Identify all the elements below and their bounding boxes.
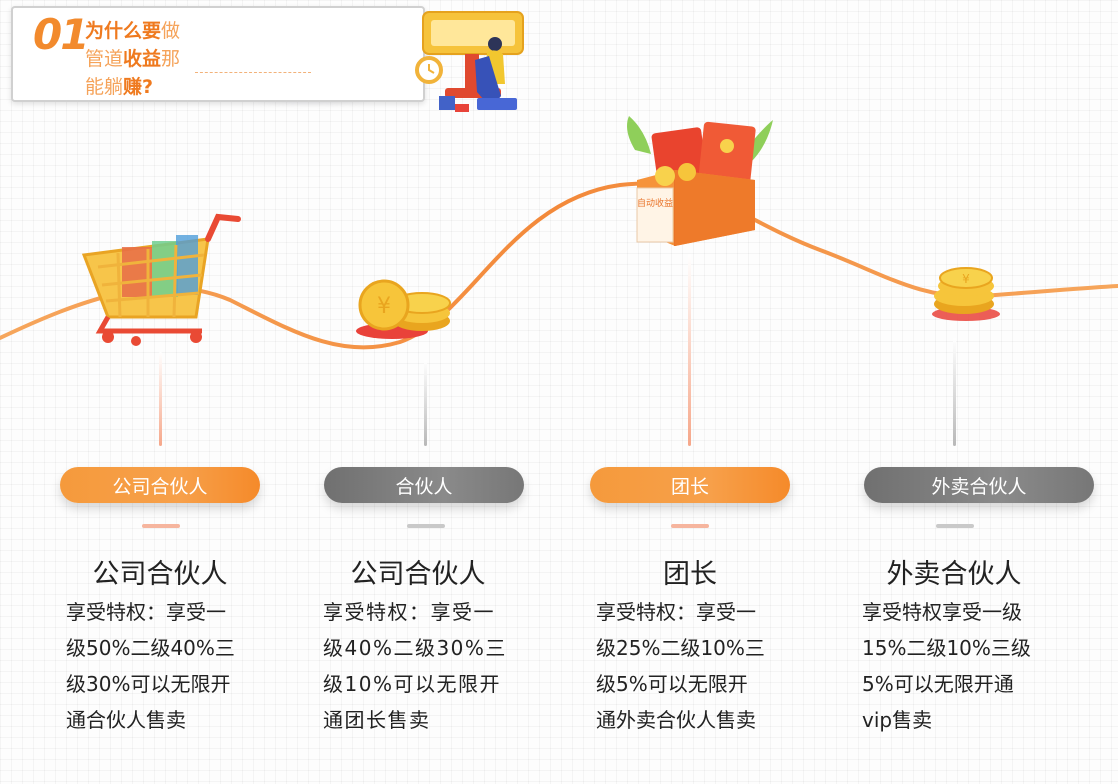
pill-partner[interactable]: 合伙人 <box>324 467 524 503</box>
card-title-3: 团长 <box>663 559 717 590</box>
card-description-2: 享受特权：享受一 级40%二级30%三 级10%可以无限开 通团长售卖 <box>323 600 507 732</box>
coin-stack-icon: ¥ <box>356 279 451 339</box>
receipt-label: 自动收益 <box>637 197 673 209</box>
pill-delivery-partner[interactable]: 外卖合伙人 <box>864 467 1094 503</box>
svg-text:¥: ¥ <box>962 272 970 286</box>
card-title-2: 公司合伙人 <box>350 559 486 590</box>
header-underline <box>195 72 311 73</box>
coin-pile-icon: ¥ <box>932 267 1000 321</box>
person-sign-illustration <box>415 11 524 112</box>
pill-company-partner[interactable]: 公司合伙人 <box>60 467 260 503</box>
header-line-2: 管道收益那 <box>85 48 181 70</box>
header-line-3: 能躺赚? <box>85 76 154 98</box>
svg-text:¥: ¥ <box>377 294 391 319</box>
connector-line-2 <box>424 360 427 446</box>
dash-1 <box>142 524 180 528</box>
card-description-3: 享受特权：享受一 级25%二级10%三 级5%可以无限开 通外卖合伙人售卖 <box>596 600 765 732</box>
dash-3 <box>671 524 709 528</box>
header-box: 01 为什么要做 管道收益那 能躺赚? <box>11 6 425 102</box>
shopping-cart-icon <box>81 213 241 346</box>
card-title-4: 外卖合伙人 <box>886 559 1022 590</box>
dash-2 <box>407 524 445 528</box>
connector-line-3 <box>688 254 691 446</box>
card-description-4: 享受特权享受一级 15%二级10%三级 5%可以无限开通 vip售卖 <box>862 600 1031 732</box>
connector-line-4 <box>953 338 956 446</box>
pill-team-leader[interactable]: 团长 <box>590 467 790 503</box>
card-title-1: 公司合伙人 <box>92 559 228 590</box>
connector-line-1 <box>159 352 162 446</box>
section-number: 01 <box>33 10 89 59</box>
header-line-1: 为什么要做 <box>85 20 181 42</box>
card-description-1: 享受特权：享受一 级50%二级40%三 级30%可以无限开 通合伙人售卖 <box>66 600 235 732</box>
red-envelope-box-icon: 自动收益 <box>627 116 773 246</box>
dash-4 <box>936 524 974 528</box>
